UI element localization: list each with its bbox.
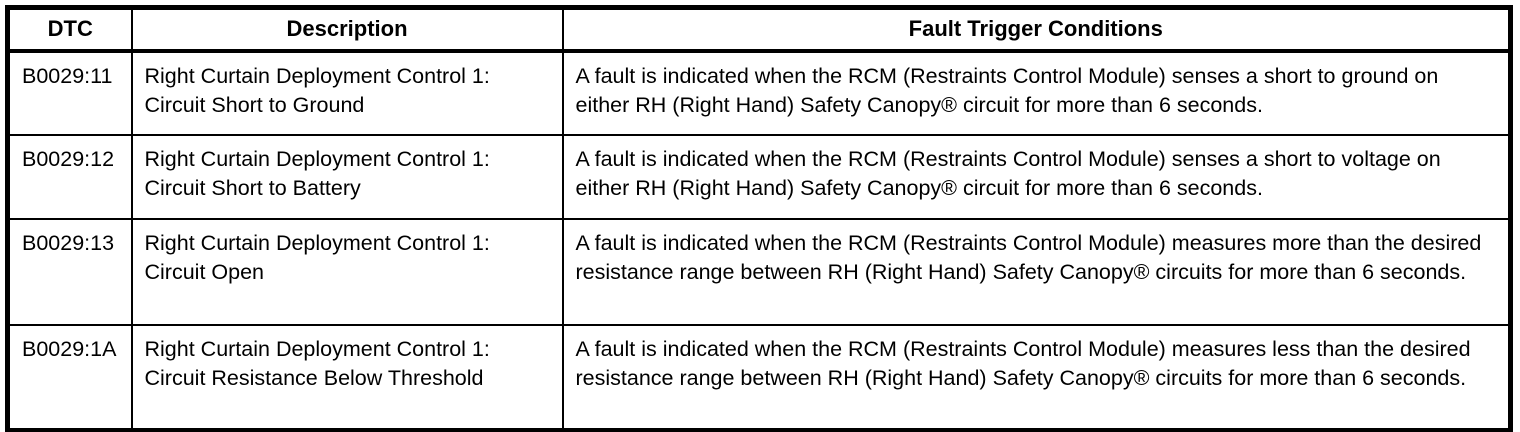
table-row: B0029:12 Right Curtain Deployment Contro… xyxy=(6,133,1512,220)
description-line: Circuit Short to Battery xyxy=(144,175,361,200)
description-line: Circuit Open xyxy=(144,259,265,284)
dtc-code-cell: B0029:11 xyxy=(6,49,133,136)
fault-conditions-cell: A fault is indicated when the RCM (Restr… xyxy=(561,49,1512,136)
fault-conditions-cell: A fault is indicated when the RCM (Restr… xyxy=(561,217,1512,326)
column-header-fault-trigger-conditions: Fault Trigger Conditions xyxy=(561,6,1512,53)
dtc-code-cell: B0029:12 xyxy=(6,133,133,220)
description-line: Circuit Short to Ground xyxy=(144,92,365,117)
description-cell: Right Curtain Deployment Control 1: Circ… xyxy=(130,217,564,326)
column-header-description: Description xyxy=(130,6,564,53)
table-row: B0029:13 Right Curtain Deployment Contro… xyxy=(6,217,1512,326)
column-header-dtc: DTC xyxy=(6,6,133,53)
description-cell: Right Curtain Deployment Control 1: Circ… xyxy=(130,133,564,220)
fault-conditions-cell: A fault is indicated when the RCM (Restr… xyxy=(561,133,1512,220)
description-line: Right Curtain Deployment Control 1: xyxy=(144,63,490,88)
table-row: B0029:11 Right Curtain Deployment Contro… xyxy=(6,49,1512,136)
dtc-code-cell: B0029:13 xyxy=(6,217,133,326)
table-row: B0029:1A Right Curtain Deployment Contro… xyxy=(6,323,1512,432)
description-line: Right Curtain Deployment Control 1: xyxy=(144,230,490,255)
description-cell: Right Curtain Deployment Control 1: Circ… xyxy=(130,323,564,432)
description-line: Circuit Resistance Below Threshold xyxy=(144,365,484,390)
dtc-code-cell: B0029:1A xyxy=(6,323,133,432)
dtc-fault-table: DTC Description Fault Trigger Conditions… xyxy=(5,5,1513,432)
description-cell: Right Curtain Deployment Control 1: Circ… xyxy=(130,49,564,136)
header-row: DTC Description Fault Trigger Conditions xyxy=(6,6,1512,53)
description-line: Right Curtain Deployment Control 1: xyxy=(144,146,490,171)
description-line: Right Curtain Deployment Control 1: xyxy=(144,336,490,361)
fault-conditions-cell: A fault is indicated when the RCM (Restr… xyxy=(561,323,1512,432)
